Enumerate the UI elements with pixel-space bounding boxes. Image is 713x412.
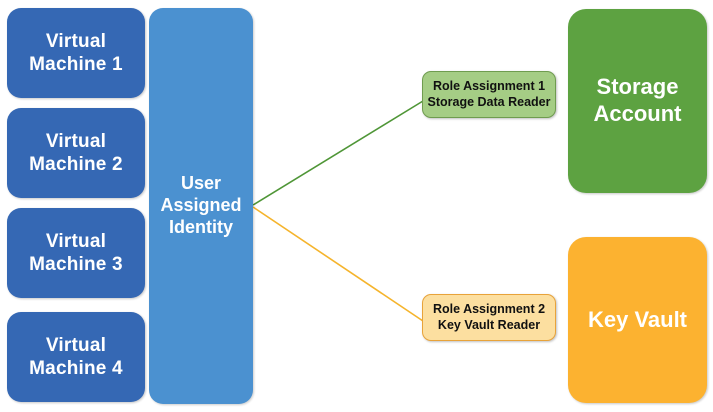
connector-identity-to-role-1 <box>252 100 424 206</box>
virtual-machine-4-node[interactable]: Virtual Machine 4 <box>7 312 145 402</box>
role-assignment-2-chip[interactable]: Role Assignment 2 Key Vault Reader <box>422 294 556 341</box>
virtual-machine-3-node[interactable]: Virtual Machine 3 <box>7 208 145 298</box>
virtual-machine-2-label: Virtual Machine 2 <box>29 130 123 175</box>
virtual-machine-1-label: Virtual Machine 1 <box>29 30 123 75</box>
key-vault-label: Key Vault <box>587 306 688 332</box>
role-assignment-1-label: Role Assignment 1 Storage Data Reader <box>427 79 551 109</box>
storage-account-label: Storage Account <box>593 74 682 126</box>
virtual-machine-1-node[interactable]: Virtual Machine 1 <box>7 8 145 98</box>
virtual-machine-2-node[interactable]: Virtual Machine 2 <box>7 108 145 198</box>
role-assignment-2-label: Role Assignment 2 Key Vault Reader <box>432 302 546 332</box>
virtual-machine-4-label: Virtual Machine 4 <box>29 334 123 379</box>
storage-account-node[interactable]: Storage Account <box>568 9 707 193</box>
user-assigned-identity-node[interactable]: User Assigned Identity <box>149 8 253 404</box>
key-vault-node[interactable]: Key Vault <box>568 237 707 403</box>
user-assigned-identity-label: User Assigned Identity <box>160 173 242 237</box>
connector-identity-to-role-2 <box>252 206 424 322</box>
role-assignment-1-chip[interactable]: Role Assignment 1 Storage Data Reader <box>422 71 556 118</box>
virtual-machine-3-label: Virtual Machine 3 <box>29 230 123 275</box>
